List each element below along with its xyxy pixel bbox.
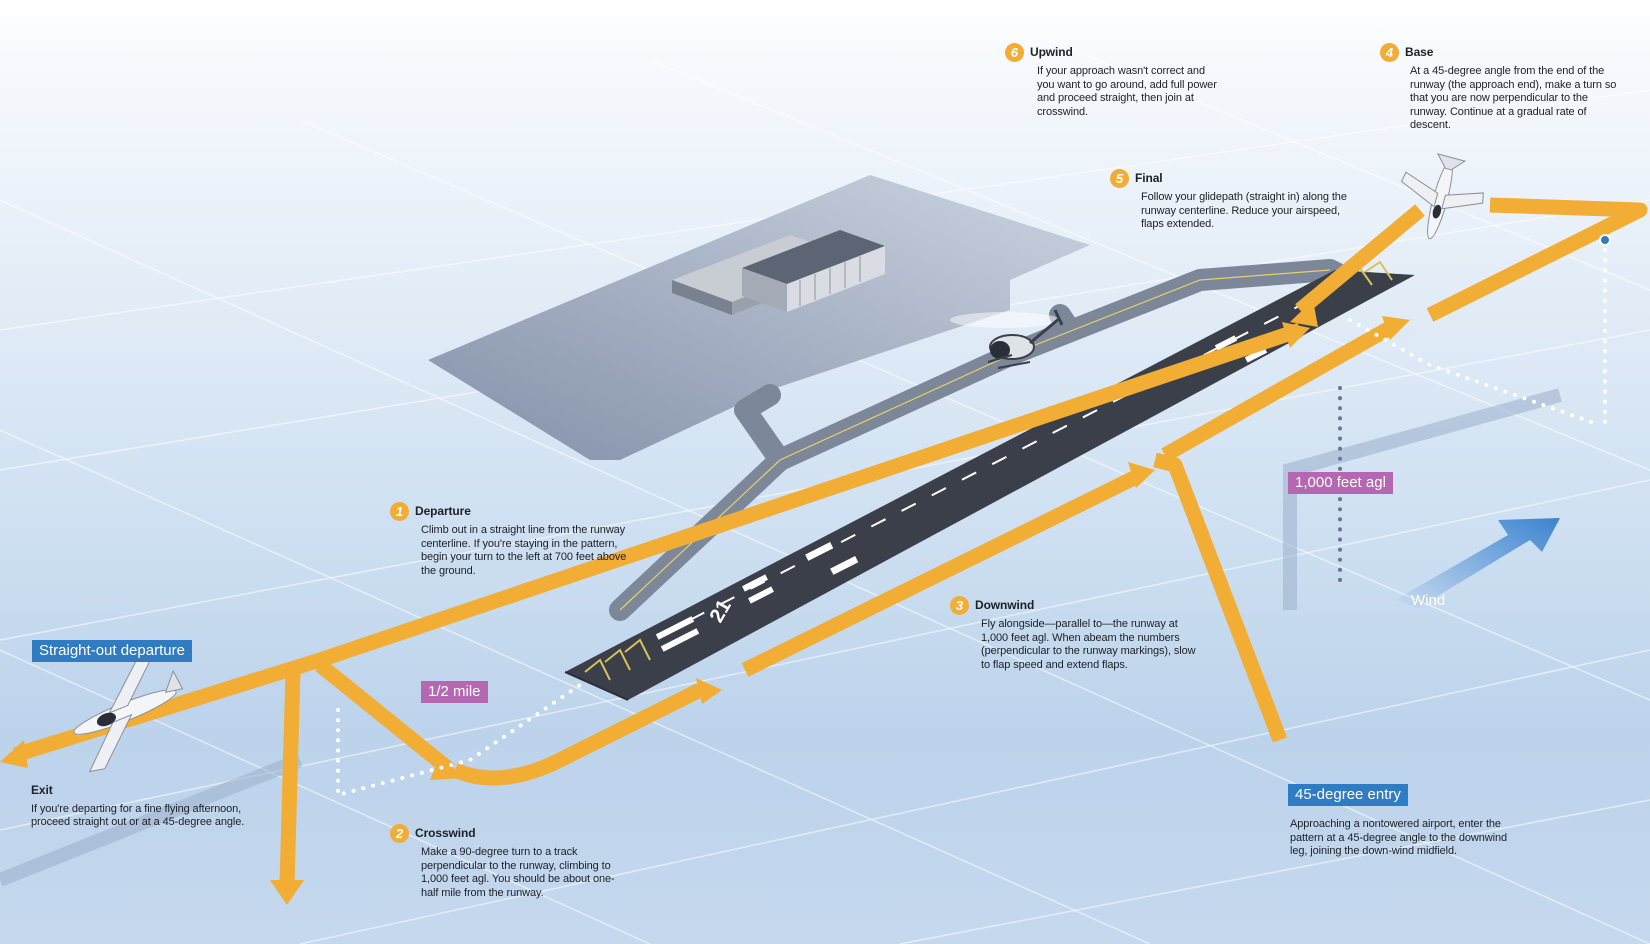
dotted-guides xyxy=(336,238,1607,798)
callout-title: Base xyxy=(1405,44,1434,59)
straight-out-departure-tag: Straight-out departure xyxy=(32,640,192,662)
callout-downwind: 3 Downwind Fly alongside—parallel to—the … xyxy=(950,596,1200,672)
callout-title: Crosswind xyxy=(415,825,476,840)
altitude-tag: 1,000 feet agl xyxy=(1288,472,1393,494)
base-turn-point xyxy=(1599,234,1611,246)
half-mile-tag: 1/2 mile xyxy=(421,681,488,703)
base-leg xyxy=(1426,197,1648,322)
callout-text: Approaching a nontowered airport, enter … xyxy=(1290,818,1507,857)
path-arrowheads xyxy=(0,300,1410,905)
callout-title: Downwind xyxy=(975,597,1035,612)
wind-arrow-icon xyxy=(1395,518,1560,608)
callout-text: Fly alongside—parallel to—the runway at … xyxy=(981,618,1196,671)
callout-text: Make a 90-degree turn to a track perpend… xyxy=(421,846,615,899)
runway xyxy=(564,260,1415,701)
wind-label: Wind xyxy=(1411,592,1446,609)
path-shadows xyxy=(0,388,1562,887)
callout-text: If your approach wasn't correct and you … xyxy=(1037,65,1217,118)
terminal-building xyxy=(672,230,885,315)
callout-entry45: Approaching a nontowered airport, enter … xyxy=(1290,818,1510,859)
callout-text: If you're departing for a fine flying af… xyxy=(31,802,245,829)
45-degree-entry-tag: 45-degree entry xyxy=(1288,784,1408,806)
exit-leg xyxy=(279,669,301,886)
final-leg xyxy=(1295,204,1425,316)
departing-airplane xyxy=(73,650,184,773)
callout-text: At a 45-degree angle from the end of the… xyxy=(1410,65,1617,131)
callout-title: Final xyxy=(1135,170,1163,185)
callout-base: 4 Base At a 45-degree angle from the end … xyxy=(1380,43,1620,133)
callout-title: Upwind xyxy=(1030,44,1073,59)
callout-title: Exit xyxy=(31,783,53,797)
step-number-badge: 4 xyxy=(1380,43,1399,62)
entry-leg xyxy=(1153,452,1288,743)
step-number-badge: 6 xyxy=(1005,43,1024,62)
callout-title: Departure xyxy=(415,503,471,518)
callout-crosswind: 2 Crosswind Make a 90-degree turn to a tr… xyxy=(390,824,630,900)
step-number-badge: 5 xyxy=(1110,169,1129,188)
step-number-badge: 3 xyxy=(950,596,969,615)
callout-final: 5 Final Follow your glidepath (straight i… xyxy=(1110,169,1360,232)
base-airplane xyxy=(1400,153,1484,240)
callout-exit: Exit If you're departing for a fine flyi… xyxy=(31,783,246,830)
helicopter xyxy=(950,309,1064,369)
callout-text: Follow your glidepath (straight in) alon… xyxy=(1141,191,1347,230)
step-number-badge: 1 xyxy=(390,502,409,521)
callout-upwind: 6 Upwind If your approach wasn't correct … xyxy=(1005,43,1225,119)
callout-departure: 1 Departure Climb out in a straight line … xyxy=(390,502,630,578)
step-number-badge: 2 xyxy=(390,824,409,843)
apron xyxy=(428,175,1090,460)
callout-text: Climb out in a straight line from the ru… xyxy=(421,524,627,577)
downwind-leg xyxy=(741,468,1144,677)
crosswind-turn-leg xyxy=(451,683,704,786)
crosswind-leg xyxy=(315,659,455,776)
downwind-upper-leg xyxy=(1161,318,1399,462)
